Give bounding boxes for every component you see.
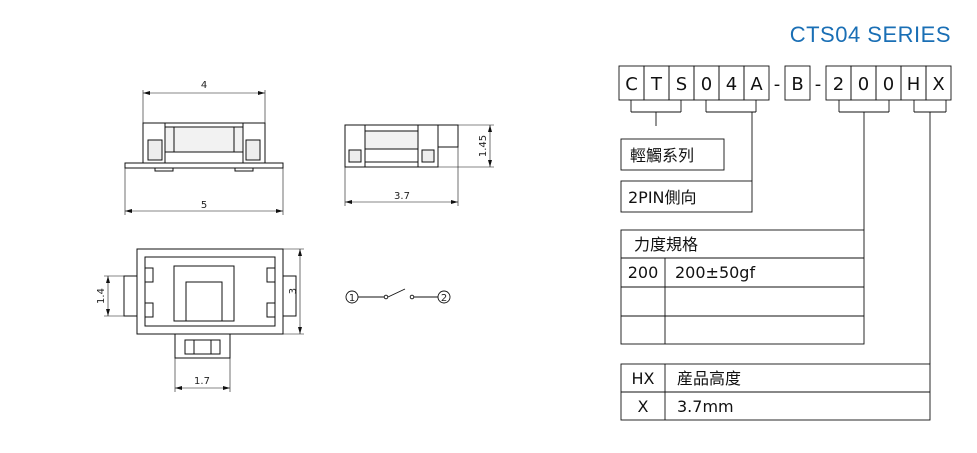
series-title: CTS04 SERIES: [790, 22, 951, 47]
code-box: [784, 65, 811, 101]
legend-type-label: 輕觸系列: [630, 146, 694, 165]
force-row-desc: 200±50gf: [675, 263, 755, 282]
bottom-view-drawing: [104, 248, 304, 392]
code-separator: -: [774, 74, 781, 95]
code-char: X: [932, 74, 944, 95]
dim-side-width: 3.7: [394, 191, 410, 202]
dim-side-height: 1.45: [478, 135, 489, 157]
force-row-code: 200: [628, 263, 659, 282]
height-header-code: HX: [632, 369, 655, 388]
dim-bottom-right-height: 3: [288, 288, 299, 294]
height-header-desc: 産品高度: [677, 369, 741, 388]
code-char: 0: [883, 74, 894, 95]
code-char: T: [650, 74, 663, 95]
code-char: 2: [833, 74, 844, 95]
code-char: 0: [701, 74, 712, 95]
code-separator: -: [815, 74, 822, 95]
code-char: B: [791, 74, 803, 95]
code-char: 0: [858, 74, 869, 95]
code-char: S: [676, 74, 687, 95]
legend-force-header: 力度規格: [634, 235, 698, 254]
switch-schematic: [345, 288, 451, 304]
side-view-drawing: [344, 124, 494, 206]
dim-top-width: 4: [201, 80, 207, 91]
code-char: A: [750, 74, 763, 95]
height-row-code: X: [638, 397, 649, 416]
code-box: [743, 65, 770, 101]
code-char: 4: [726, 74, 737, 95]
code-char: C: [625, 74, 638, 95]
dim-bottom-lead: 1.7: [194, 376, 210, 387]
code-box: [925, 65, 952, 101]
code-char: H: [907, 74, 921, 95]
legend-tables: [620, 138, 931, 421]
legend-connectors: [630, 100, 947, 364]
dim-top-base: 5: [201, 200, 207, 211]
dim-bottom-left-height: 1.4: [96, 288, 107, 304]
top-view-drawing: [124, 90, 284, 215]
terminal-2-label: 2: [441, 293, 447, 304]
terminal-1-label: 1: [349, 293, 355, 304]
height-row-desc: 3.7mm: [677, 397, 734, 416]
legend-mount-label: 2PIN側向: [628, 188, 697, 207]
